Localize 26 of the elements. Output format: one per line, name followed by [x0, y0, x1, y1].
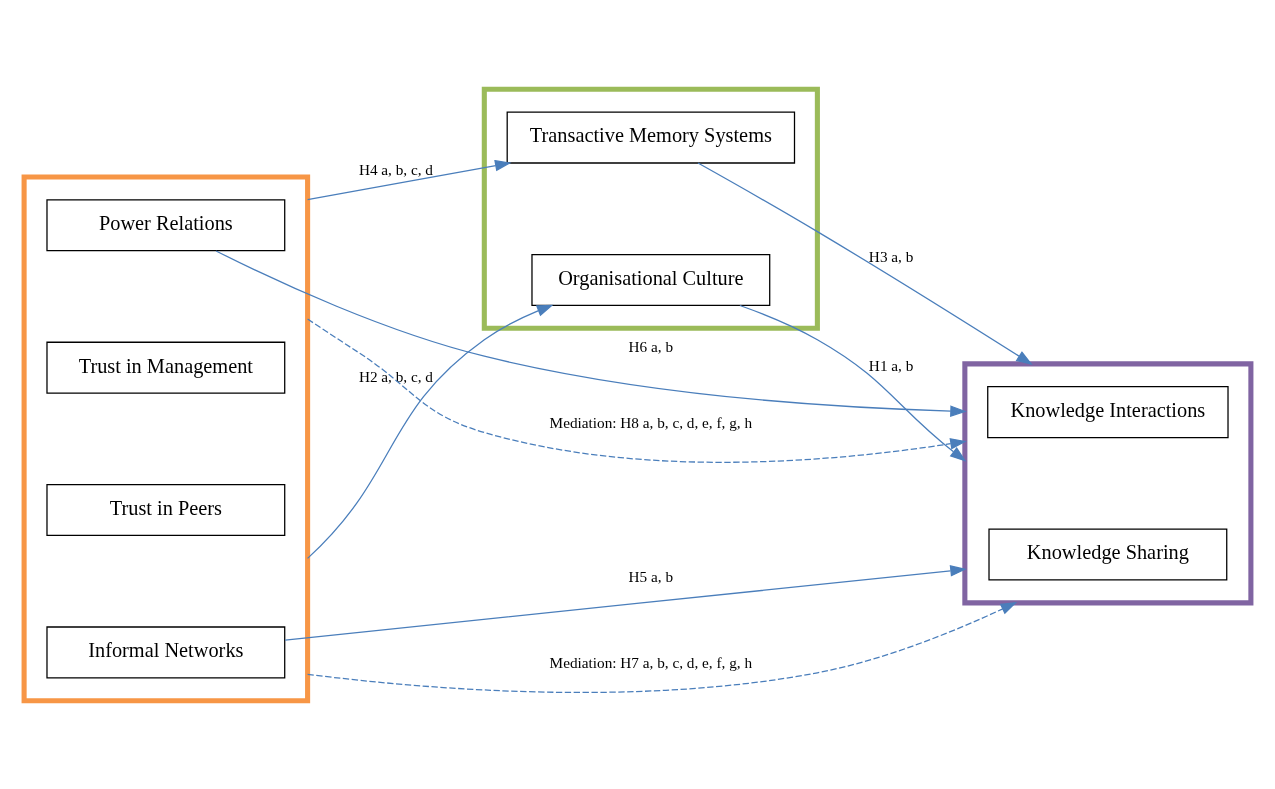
edge-label: Mediation: H7 a, b, c, d, e, f, g, h — [549, 653, 753, 671]
arrow — [215, 249, 967, 417]
edge-label: H3 a, b — [868, 247, 914, 265]
edge-label: H1 a, b — [868, 356, 914, 374]
node-box: Informal Networks — [46, 625, 286, 678]
edge-label: H4 a, b, c, d — [358, 160, 434, 178]
cluster — [962, 360, 1254, 605]
node-box: Trust in Peers — [46, 483, 286, 536]
node-box: Knowledge Sharing — [988, 528, 1228, 581]
node-box: Trust in Management — [46, 341, 286, 394]
node-box: Knowledge Interactions — [987, 385, 1229, 438]
arrow — [697, 161, 1033, 365]
edge-label: H2 a, b, c, d — [358, 367, 434, 385]
arrow — [306, 317, 967, 463]
arrow — [306, 304, 554, 559]
cluster — [481, 86, 820, 331]
node-box: Power Relations — [46, 198, 286, 251]
arrow — [306, 601, 1018, 693]
node-box: Organisational Culture — [531, 253, 771, 306]
edge-label: H5 a, b — [628, 567, 674, 585]
arrow — [306, 159, 512, 200]
arrow — [284, 564, 967, 641]
edge-label: Mediation: H8 a, b, c, d, e, f, g, h — [549, 413, 753, 431]
edge-label: H6 a, b — [628, 337, 674, 355]
cluster — [21, 173, 311, 703]
node-box: Transactive Memory Systems — [506, 111, 796, 164]
